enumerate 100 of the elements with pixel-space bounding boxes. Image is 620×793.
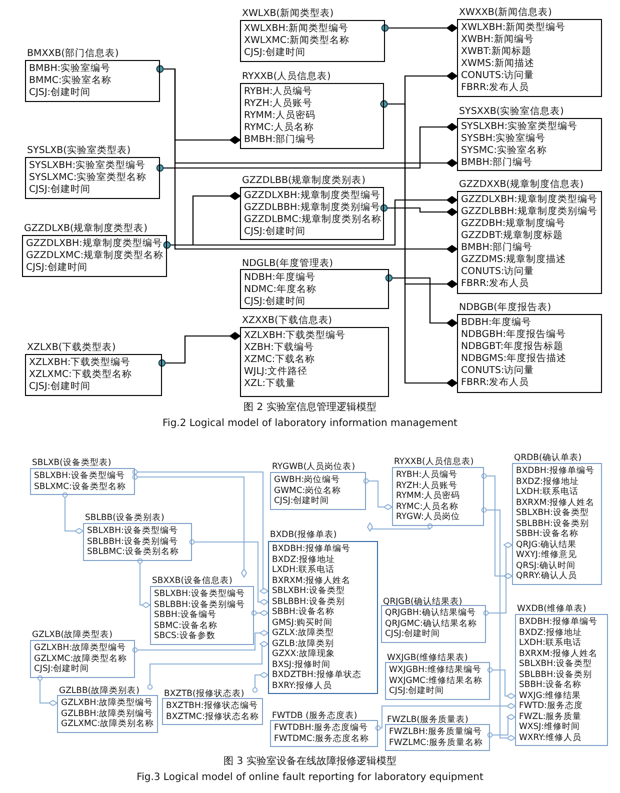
table-title: XWXXB(新闻信息表) [459,8,552,17]
relationship-line [385,274,458,327]
relationship-line [483,542,512,616]
field-name: BMBH:部门编号 [461,242,534,254]
field-name: SBBH:设备编号 [154,610,218,620]
field-name: GZZDLBBH:规章制度类别编号 [244,202,380,214]
figure-caption: Fig.2 Logical model of laboratory information management [162,418,458,429]
table-title: SBLXB(设备类型表) [32,459,112,468]
table-title: GZLBB(故障类别表) [59,687,140,696]
table-title: SBLBB(设备类别表) [85,514,164,523]
relationship-line [481,473,512,579]
field-name: FBRR:发布人员 [461,377,530,389]
relationship-line [487,714,516,738]
field-name: NDBH:年度编号 [244,272,316,284]
relationship-line [487,667,516,699]
relationship-line [132,469,268,594]
field-name: BXRXM:报修人姓名 [519,648,599,659]
field-name: RYBH:人员编号 [396,470,459,480]
field-name: SYSMC:实验室名称 [461,145,548,157]
field-name: GZXX:故障现象 [272,649,336,660]
field-name: BXZTMC:报修状态名称 [166,712,259,722]
field-name: XZBH:下载编号 [244,342,315,354]
field-name: LXDH:联系电话 [516,487,580,498]
field-name: CJSJ:创建时间 [26,262,88,274]
figure-caption: 图 3 实验室设备在线故障报修逻辑模型 [222,754,398,768]
field-name: QRSJ:确认时间 [516,560,576,571]
entity-table [57,687,158,733]
field-name: FWTD:服务态度 [519,701,584,712]
field-name: LXDH:联系电话 [519,638,582,648]
table-title: RYGWB(人员岗位表) [272,463,356,472]
entity-table [30,631,135,678]
field-name: SBLXMC:设备类型名称 [34,482,127,492]
table-title: FWZLB(服务质量表) [387,716,468,725]
table-title: WXJGB(维修结果表) [387,654,468,663]
field-name: XWLXBH:新闻类型编号 [244,23,350,35]
field-name: BXSJ:报修时间 [272,660,332,670]
table-title: SYSLXB(实验室类型表) [27,146,131,155]
figure-caption: Fig.3 Logical model of online fault reporting for laboratory equipment [136,772,484,783]
field-name: BXDBH:报修单编号 [516,466,596,476]
entity-table [150,577,254,645]
field-name: BXDZTBH:报修单状态 [272,670,362,680]
relationship-line [381,24,458,32]
field-name: CJSJ:创建时间 [29,381,92,393]
field-name: XZLXMC:下载类型名称 [29,369,133,381]
field-name: QRRY:确认人员 [516,571,578,582]
table-title: RYXXB(人员信息表) [394,458,474,467]
table-title: RYXXB(人员信息表) [242,72,331,81]
relationship-line [380,204,458,216]
field-name: BDBH:年度编号 [461,317,533,329]
field-name: CJSJ:创建时间 [29,87,92,99]
relationship-line [147,641,268,690]
field-name: CJSJ:创建时间 [244,226,306,238]
entity-table [270,463,366,510]
field-name: GZZDMS:规章制度描述 [461,254,568,266]
field-name: BXDZ:报修地址 [272,554,336,564]
field-name: SBMC:设备名称 [154,620,218,631]
field-name: BXDZ:报修地址 [516,476,580,486]
entity-table [25,343,162,396]
entity-table [457,107,602,171]
entity-table [392,458,484,526]
relationship-line [156,65,458,253]
field-name: RYBH:人员编号 [244,86,314,98]
field-name: GWBH:岗位编号 [274,475,342,486]
table-title: QRDB(确认单表) [514,454,582,463]
field-name: BMBH:部门编号 [244,134,317,146]
relationship-line [37,675,58,706]
field-name: WXJGMC:维修结果名称 [389,676,484,686]
field-name: SBLXBH:设备类型编号 [34,471,126,482]
field-name: SBLXBH:设备类型 [516,508,590,518]
field-name: SBLBBH:设备类别编号 [154,600,246,610]
field-name: RYMM:人员密码 [396,491,462,502]
field-name: BMBH:部门编号 [461,157,534,169]
entity-table [240,259,389,309]
entity-table [457,8,602,97]
field-name: GZLXBH:故障类型编号 [61,698,154,708]
relationship-line [158,332,240,367]
field-name: CJSJ:创建时间 [274,496,330,506]
field-name: RYZH:人员账号 [244,98,314,110]
field-name: RYMC:人员名称 [396,502,460,512]
field-name: BXRXM:报修人姓名 [272,576,352,586]
field-name: NDMC:年度名称 [244,284,318,296]
relationship-line [132,630,268,653]
entity-table [240,176,384,240]
field-name: SBLXBH:设备类型 [272,586,346,596]
relationship-line [481,507,516,741]
entity-table [30,459,135,495]
field-name: NDBGBH:年度报告编号 [461,329,567,341]
entity-table [268,531,378,694]
field-name: CJSJ:创建时间 [385,629,442,640]
field-name: CJSJ:创建时间 [34,664,90,674]
field-name: SBBH:设备名称 [519,680,582,690]
field-name: SBLXBH:设备类型 [519,659,593,670]
field-name: SYSLXBH:实验室类型编号 [461,121,579,133]
field-name: BMBH:实验室编号 [29,63,112,75]
field-name: SBLBBH:设备类别 [272,596,346,607]
field-name: GZLB:故障类别 [272,638,335,649]
field-name: BXZTBH:报修状态编号 [166,701,259,712]
table-title: BXZTB(报修状态表) [164,690,244,699]
field-name: SBLBBH:设备类别 [519,670,593,680]
field-name: CJSJ:创建时间 [244,296,306,308]
